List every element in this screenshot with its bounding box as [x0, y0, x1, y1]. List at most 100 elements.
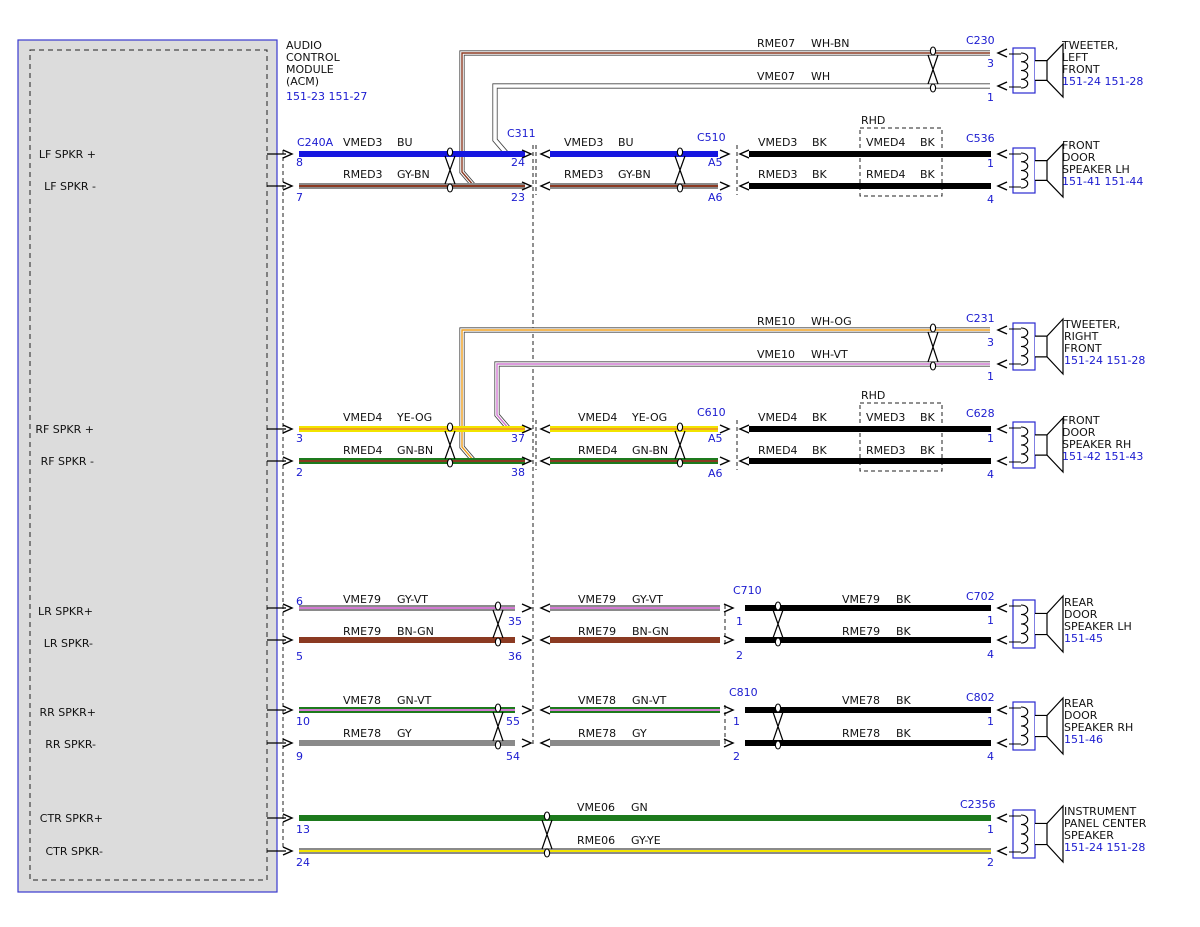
speaker-page-refs: 151-24 151-28 — [1064, 354, 1145, 367]
acm-pin-label: CTR SPKR+ — [40, 812, 103, 825]
speaker-name-line: TWEETER, — [1061, 39, 1118, 52]
pin-number: 1 — [987, 91, 994, 104]
circuit-label: VMED3 — [758, 136, 797, 149]
circuit-label: RME07 — [757, 37, 795, 50]
wire-stripe — [299, 460, 525, 462]
circuit-label: RME78 — [842, 727, 880, 740]
wire-rf-vmed4-acm — [299, 426, 525, 432]
twist-loop — [543, 848, 551, 858]
connector-id: C702 — [966, 590, 995, 603]
rear-door-speaker-rh-icon — [1009, 696, 1064, 756]
wire-body — [749, 458, 991, 464]
circuit-label: RMED4 — [866, 168, 906, 181]
wire-lr-rme79-mid — [550, 637, 720, 643]
wire-color-label: BN-GN — [397, 625, 434, 638]
wire-rf-rmed4-mid — [550, 458, 718, 464]
speaker-page-refs: 151-24 151-28 — [1064, 841, 1145, 854]
arrow-left — [738, 424, 750, 434]
circuit-label: VMED3 — [564, 136, 603, 149]
wire-color-label: BK — [920, 168, 936, 181]
circuit-label: VME79 — [578, 593, 616, 606]
wire-stripe — [299, 607, 515, 609]
arrow-left — [539, 149, 551, 159]
twist-cross — [541, 819, 553, 850]
speaker-cone — [1035, 416, 1064, 474]
wire-color-label: BN-GN — [632, 625, 669, 638]
arrow-right — [723, 603, 735, 613]
wire-color-label: BK — [812, 136, 828, 149]
symbols-layer — [267, 42, 1064, 864]
circuit-label: VMED4 — [343, 411, 382, 424]
twist-loop — [446, 422, 454, 432]
pin-number: 24 — [296, 856, 310, 869]
twist-loop — [676, 422, 684, 432]
speaker-name-line: LEFT — [1062, 51, 1088, 64]
connector-id: C311 — [507, 127, 536, 140]
twist-cross — [492, 711, 504, 742]
wire-lr-vme79-acm — [299, 605, 515, 611]
wire-stripe — [550, 185, 718, 187]
arrow-left — [539, 635, 551, 645]
speaker-name-line: DOOR — [1062, 426, 1096, 439]
pin-number: 4 — [987, 648, 994, 661]
pin-number: 38 — [511, 466, 525, 479]
acm-module-inner-border — [29, 49, 268, 881]
pin-number: 54 — [506, 750, 520, 763]
arrow-left — [996, 603, 1008, 613]
twist-cross — [444, 430, 456, 460]
wire-rr-vme78-door — [745, 707, 991, 713]
arrow-right — [719, 456, 731, 466]
arrow-left — [996, 359, 1008, 369]
twist-cross — [444, 155, 456, 185]
pin-number: 2 — [733, 750, 740, 763]
frames-layer — [17, 39, 943, 893]
speaker-page-refs: 151-45 — [1064, 632, 1103, 645]
wire-body — [749, 183, 991, 189]
pin-number: A6 — [708, 191, 723, 204]
connector-id: C240A — [297, 136, 334, 149]
pin-number: 55 — [506, 715, 520, 728]
wire-stripe — [550, 709, 720, 711]
arrow-right — [521, 149, 533, 159]
wire-body — [550, 637, 720, 643]
speaker-cone — [1035, 804, 1064, 864]
acm-pin-label: LR SPKR+ — [38, 605, 93, 618]
arrow-right — [521, 181, 533, 191]
arrow-right — [282, 846, 294, 856]
circuit-label: VME79 — [343, 593, 381, 606]
twisted-pair-symbol — [492, 601, 504, 647]
arrow-right — [282, 424, 294, 434]
pin-number: 6 — [296, 595, 303, 608]
wire-stripe — [299, 709, 515, 711]
wire-rr-rme78-acm — [299, 740, 515, 746]
wire-color-label: YE-OG — [631, 411, 667, 424]
wire-outline — [459, 327, 990, 463]
pin-number: 3 — [296, 432, 303, 445]
pin-number: 2 — [736, 649, 743, 662]
wire-stripe — [299, 185, 525, 187]
speaker-cone — [1035, 594, 1064, 654]
connector-id: C230 — [966, 34, 995, 47]
wire-rr-rme78-door — [745, 740, 991, 746]
module-title-line: (ACM) — [286, 75, 319, 88]
connector-id: C802 — [966, 691, 995, 704]
speaker-name-line: TWEETER, — [1063, 318, 1120, 331]
wire-rr-rme78-mid — [550, 740, 720, 746]
twist-cross — [927, 331, 939, 363]
circuit-label: RMED3 — [564, 168, 604, 181]
rear-door-speaker-lh-icon — [1009, 594, 1064, 654]
arrow-right — [282, 705, 294, 715]
arrow-left — [738, 456, 750, 466]
wire-outline — [459, 50, 990, 188]
acm-pin-label: LF SPKR + — [39, 148, 96, 161]
pin-number: 8 — [296, 156, 303, 169]
circuit-label: VME06 — [577, 801, 615, 814]
arrow-right — [719, 424, 731, 434]
wire-lf-rmed3-acm — [299, 183, 525, 189]
pin-number: 2 — [296, 466, 303, 479]
rhd-label: RHD — [861, 389, 885, 402]
arrow-left — [738, 149, 750, 159]
wire-rf-vmed4-mid — [550, 426, 718, 432]
circuit-label: RME79 — [578, 625, 616, 638]
twist-loop — [929, 83, 937, 93]
